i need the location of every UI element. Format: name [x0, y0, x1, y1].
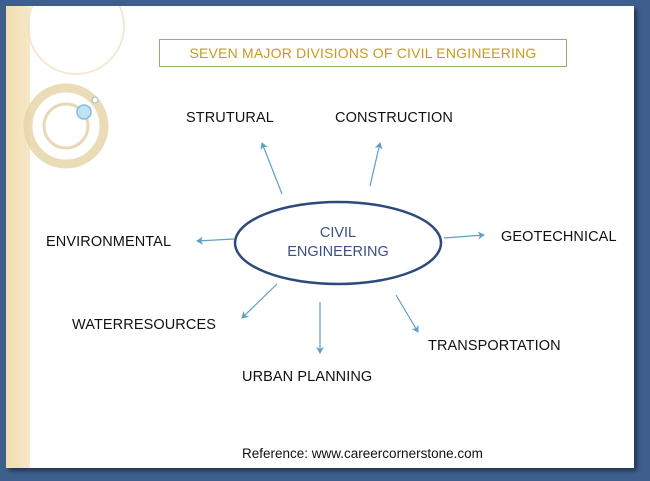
arrow-structural: [260, 142, 283, 195]
center-line2: ENGINEERING: [287, 244, 389, 260]
arrow-water-resources: [241, 283, 278, 319]
arrow-transportation: [395, 294, 419, 333]
label-water-resources: WATERRESOURCES: [72, 317, 216, 333]
diagram-title: SEVEN MAJOR DIVISIONS OF CIVIL ENGINEERI…: [159, 39, 567, 67]
arrow-geotechnical: [443, 231, 485, 240]
label-transportation: TRANSPORTATION: [428, 338, 561, 354]
label-urban-planning: URBAN PLANNING: [242, 369, 373, 385]
arrow-environmental: [196, 236, 235, 245]
decorative-circles: [23, 6, 125, 169]
center-node: CIVIL ENGINEERING: [234, 201, 442, 285]
label-geotechnical: GEOTECHNICAL: [501, 229, 617, 245]
label-structural: STRUTURAL: [186, 110, 274, 126]
center-ellipse: [233, 200, 443, 286]
label-environmental: ENVIRONMENTAL: [46, 234, 172, 250]
label-construction: CONSTRUCTION: [335, 110, 453, 126]
center-line1: CIVIL: [319, 225, 357, 241]
slide: SEVEN MAJOR DIVISIONS OF CIVIL ENGINEERI…: [6, 6, 634, 468]
decorative-stripe: [6, 6, 30, 468]
reference-text: Reference: www.careercornerstone.com: [242, 446, 483, 461]
arrow-construction: [369, 142, 383, 187]
diagram-arrows: [196, 142, 485, 354]
